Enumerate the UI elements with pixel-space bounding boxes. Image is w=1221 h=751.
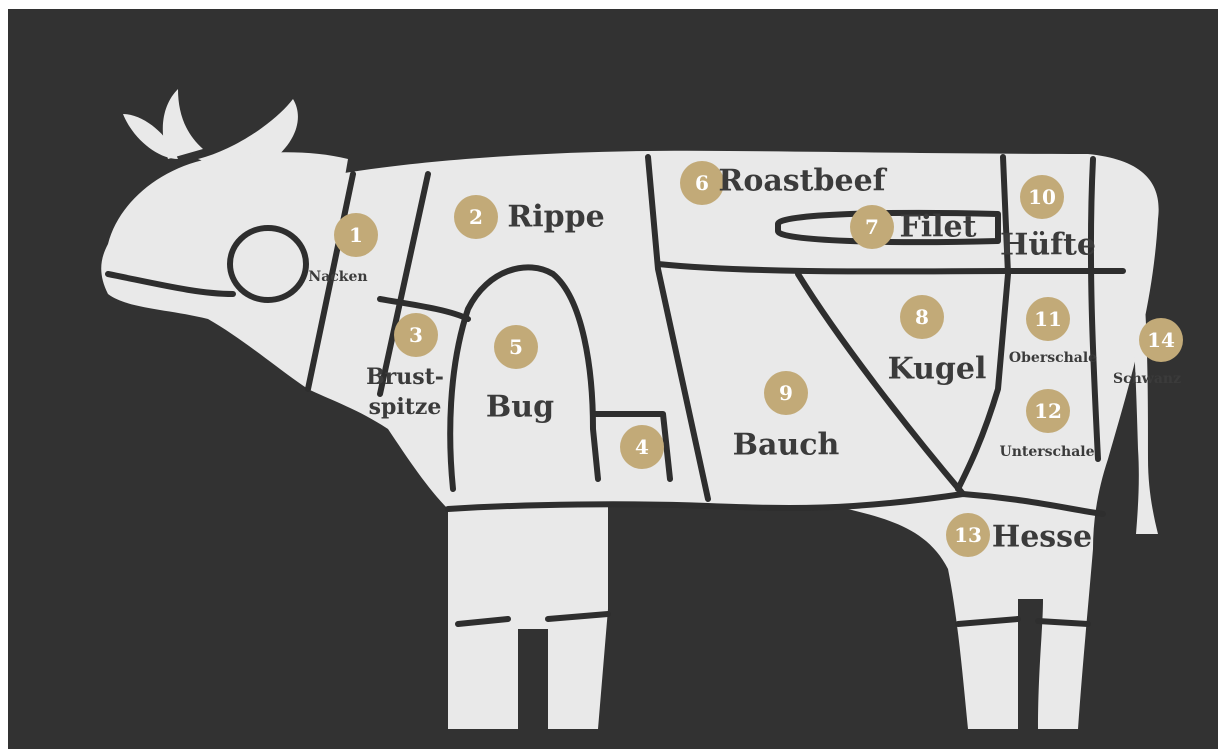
seam-shanks <box>455 611 1091 627</box>
seam-roastbeef <box>655 261 1126 275</box>
badge-number: 13 <box>954 523 982 547</box>
badge-number: 7 <box>865 215 879 239</box>
badge-number: 14 <box>1147 328 1175 352</box>
badge-2 <box>454 195 498 239</box>
cut-label: Rippe <box>507 200 604 235</box>
cut-rippe: 2 Rippe <box>454 195 605 239</box>
badge-number: 12 <box>1034 399 1062 423</box>
head <box>101 152 348 389</box>
beef-cuts-diagram: 1 Nacken 2 Rippe 3 Brust- spitze 4 5 Bug… <box>8 9 1218 749</box>
cut-hesse: 13 Hesse <box>946 513 1092 557</box>
badge-12 <box>1026 389 1070 433</box>
cut-seams <box>105 154 1126 627</box>
cut-huefte: 10 Hüfte <box>1000 175 1096 263</box>
badge-number: 9 <box>779 381 793 405</box>
seam-schwanz <box>1087 156 1101 462</box>
badge-9 <box>764 371 808 415</box>
cut-brustspitze: 3 Brust- spitze <box>366 313 444 420</box>
badge-5 <box>494 325 538 369</box>
seam-mouth <box>105 271 236 297</box>
badge-11 <box>1026 297 1070 341</box>
cut-label: Kugel <box>888 352 987 387</box>
cut-nacken: 1 Nacken <box>308 213 378 285</box>
cut-roastbeef: 6 Roastbeef <box>680 161 888 205</box>
cut-label: Nacken <box>308 269 367 285</box>
seam-huefte <box>955 154 1011 492</box>
badge-3 <box>394 313 438 357</box>
cow-silhouette <box>101 89 1159 729</box>
seam-rippe-bauch <box>645 154 711 502</box>
cut-label: Schwanz <box>1113 371 1181 387</box>
ear <box>123 114 178 159</box>
badge-number: 10 <box>1028 185 1056 209</box>
badge-4 <box>620 425 664 469</box>
badge-10 <box>1020 175 1064 219</box>
seam-cheek <box>227 225 309 303</box>
cut-label: Bauch <box>733 428 840 463</box>
badge-number: 4 <box>635 435 649 459</box>
cut-4: 4 <box>620 425 664 469</box>
seam-kugel <box>795 271 966 497</box>
cut-filet: 7 Filet <box>850 205 977 249</box>
cut-label: Filet <box>899 210 976 245</box>
cut-label: Hüfte <box>1000 228 1096 263</box>
cut-label: Oberschale <box>1009 350 1097 366</box>
cut-label: Bug <box>486 390 554 425</box>
cut-kugel: 8 Kugel <box>888 295 987 387</box>
badge-number: 11 <box>1034 307 1062 331</box>
badge-1 <box>334 213 378 257</box>
seam-neck-shoulder <box>377 171 431 397</box>
badge-number: 3 <box>409 323 423 347</box>
seam-belly-line <box>445 491 1106 517</box>
cut-label-line-2: spitze <box>369 394 442 420</box>
badge-8 <box>900 295 944 339</box>
badge-number: 5 <box>509 335 523 359</box>
badge-14 <box>1139 318 1183 362</box>
badge-7 <box>850 205 894 249</box>
cut-label: Unterschale <box>999 444 1094 460</box>
seam-bug <box>447 264 601 492</box>
cut-bug: 5 Bug <box>486 325 554 425</box>
tail <box>1126 234 1158 534</box>
cut-label: Roastbeef <box>718 164 887 199</box>
cut-label: Hesse <box>992 520 1092 555</box>
cut-oberschale: 11 Oberschale <box>1009 297 1097 366</box>
chalkboard: 1 Nacken 2 Rippe 3 Brust- spitze 4 5 Bug… <box>8 9 1218 749</box>
seam-brust <box>377 296 471 322</box>
badge-6 <box>680 161 724 205</box>
seam-filet <box>775 209 1001 246</box>
badge-13 <box>946 513 990 557</box>
cut-unterschale: 12 Unterschale <box>999 389 1095 460</box>
badge-number: 1 <box>349 223 363 247</box>
body <box>308 150 1159 729</box>
seam-head-neck <box>305 171 356 392</box>
cut-label-line-1: Brust- <box>366 364 444 390</box>
cut-schwanz: 14 Schwanz <box>1113 318 1183 387</box>
badge-number: 6 <box>695 171 709 195</box>
horn-left <box>162 89 203 159</box>
badge-number: 8 <box>915 305 929 329</box>
badge-number: 2 <box>469 205 483 229</box>
seam-cut-4 <box>590 411 673 482</box>
cut-bauch: 9 Bauch <box>733 371 840 463</box>
